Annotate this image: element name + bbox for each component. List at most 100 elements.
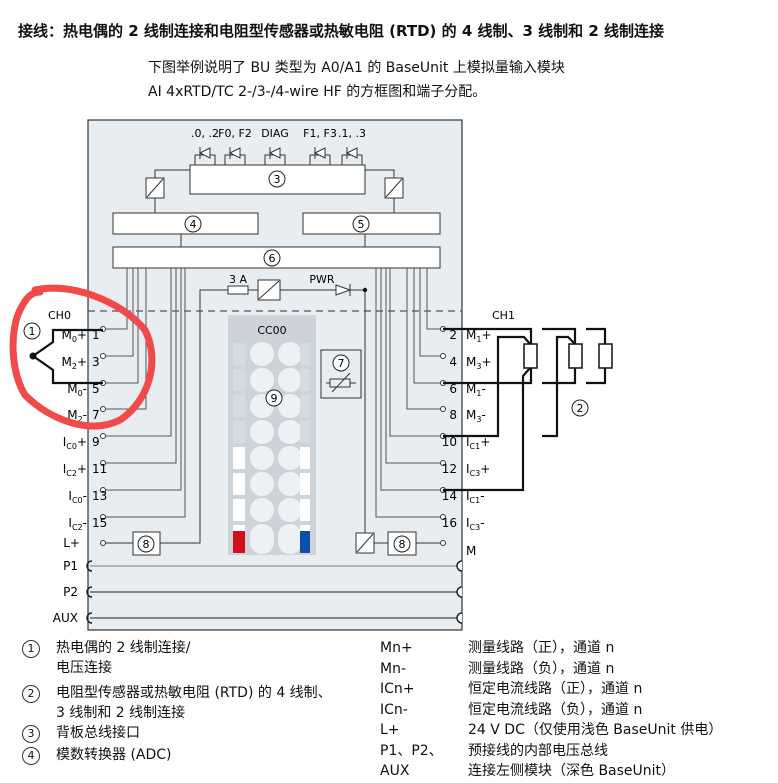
legend-text: 热电偶的 2 线制连接/ [56, 640, 191, 656]
fuse-icon [227, 285, 249, 295]
slot [300, 473, 310, 495]
legend-key: ICn+ [380, 681, 415, 697]
block-5 [302, 212, 441, 235]
terminal-lplus[interactable]: L+ [63, 536, 106, 550]
slot-circle [250, 472, 274, 496]
callout-b7: 7 [332, 354, 350, 372]
terminal-label: M0- [67, 382, 87, 398]
slot [233, 395, 245, 417]
terminal-13[interactable]: 13 IC0- [68, 487, 107, 506]
terminal-4[interactable]: 4 M3+ [440, 353, 492, 372]
callout-b3: 3 [268, 170, 286, 188]
svg-text:4: 4 [190, 218, 197, 231]
slot-circle [250, 446, 274, 470]
legend-desc: 测量线路（正），通道 n [468, 640, 615, 656]
fuse-label: 3 A [229, 273, 247, 286]
svg-text:P2: P2 [63, 585, 78, 599]
svg-text:3: 3 [92, 355, 100, 369]
slot [300, 447, 310, 469]
svg-text:4: 4 [449, 355, 457, 369]
callout-b8: 8 [393, 535, 411, 553]
legend-item: Mn+测量线路（正），通道 n [380, 638, 614, 658]
bus-p1: P1 [63, 559, 463, 573]
legend-desc: 连接左侧模块（深色 BaseUnit） [468, 763, 676, 779]
intro-line-1: 下图举例说明了 BU 类型为 A0/A1 的 BaseUnit 上模拟量输入模块 [148, 60, 565, 76]
terminal-label: M0+ [61, 328, 87, 344]
slot-circle [278, 472, 302, 496]
rtd-resistor-icon [568, 343, 583, 369]
slot-circle [278, 498, 302, 522]
legend-item: Mn-测量线路（负），通道 n [380, 659, 614, 679]
svg-text:6: 6 [269, 252, 276, 265]
svg-text:2: 2 [449, 328, 457, 342]
callout-b5: 5 [352, 215, 370, 233]
legend-text: 模数转换器 (ADC) [56, 747, 172, 763]
callout-b2: 2 [571, 399, 589, 417]
svg-text:13: 13 [92, 489, 107, 503]
terminal-label: IC0- [68, 489, 87, 505]
legend-number: 1 [22, 640, 40, 658]
page-title: 接线：热电偶的 2 线制连接和电阻型传感器或热敏电阻 (RTD) 的 4 线制、… [18, 22, 665, 40]
terminal-label: M3- [466, 408, 486, 424]
svg-text:L+: L+ [63, 536, 80, 550]
svg-text:16: 16 [442, 516, 457, 530]
terminal-label: IC1+ [466, 435, 490, 451]
led-label: .1, .3 [338, 127, 366, 140]
slot [233, 343, 245, 365]
svg-text:10: 10 [442, 435, 457, 449]
callout-b1: 1 [23, 322, 41, 340]
intro-line-2: AI 4xRTD/TC 2-/3-/4-wire HF 的方框图和端子分配。 [148, 84, 487, 100]
legend-key: P1、P2、 [380, 742, 443, 759]
legend-item: ICn+ 恒定电流线路（正），通道 n [380, 679, 642, 699]
terminal-m[interactable]: M [440, 540, 477, 559]
svg-text:8: 8 [449, 408, 457, 422]
slot-circle [250, 498, 274, 522]
bus-aux: AUX [53, 611, 463, 625]
terminal-label: M1+ [466, 328, 492, 344]
callout-b4: 4 [184, 215, 202, 233]
intro-text: 下图举例说明了 BU 类型为 A0/A1 的 BaseUnit 上模拟量输入模块… [148, 56, 565, 104]
svg-text:5: 5 [358, 218, 365, 231]
callout-b8: 8 [137, 535, 155, 553]
slot-circle [278, 394, 302, 418]
legend-desc: 预接线的内部电压总线 [468, 742, 608, 759]
svg-text:M: M [466, 544, 476, 558]
slot [300, 395, 310, 417]
slot-circle [250, 368, 274, 392]
ch0-label: CH0 [48, 309, 71, 322]
legend-key: Mn- [380, 660, 407, 677]
red-slot [233, 531, 245, 553]
legend-text: 电压连接 [56, 660, 112, 676]
terminal-3[interactable]: 3M2+ [61, 353, 106, 372]
status-led-icon [194, 147, 216, 165]
svg-text:2: 2 [577, 402, 584, 415]
terminal-label: M3+ [466, 355, 492, 371]
led-label: .0, .2 [191, 127, 219, 140]
slot-circle [278, 446, 302, 470]
bus-p2: P2 [63, 585, 463, 599]
legend-text: 背板总线接口 [56, 725, 140, 741]
ch1-label: CH1 [492, 309, 515, 322]
slot-circle [278, 530, 302, 554]
svg-text:14: 14 [442, 489, 457, 503]
svg-text:8: 8 [143, 538, 150, 551]
legend-desc: 恒定电流线路（正），通道 n [468, 681, 643, 697]
status-led-icon [341, 147, 363, 165]
svg-text:3: 3 [274, 173, 281, 186]
terminal-8[interactable]: 8 M3- [440, 406, 486, 425]
slot [300, 343, 310, 365]
pwr-led-icon [335, 284, 352, 296]
slot [233, 499, 245, 521]
slot-circle [250, 342, 274, 366]
terminal-10[interactable]: 10 IC1+ [440, 433, 491, 452]
terminal-7[interactable]: 7M2- [67, 406, 106, 425]
